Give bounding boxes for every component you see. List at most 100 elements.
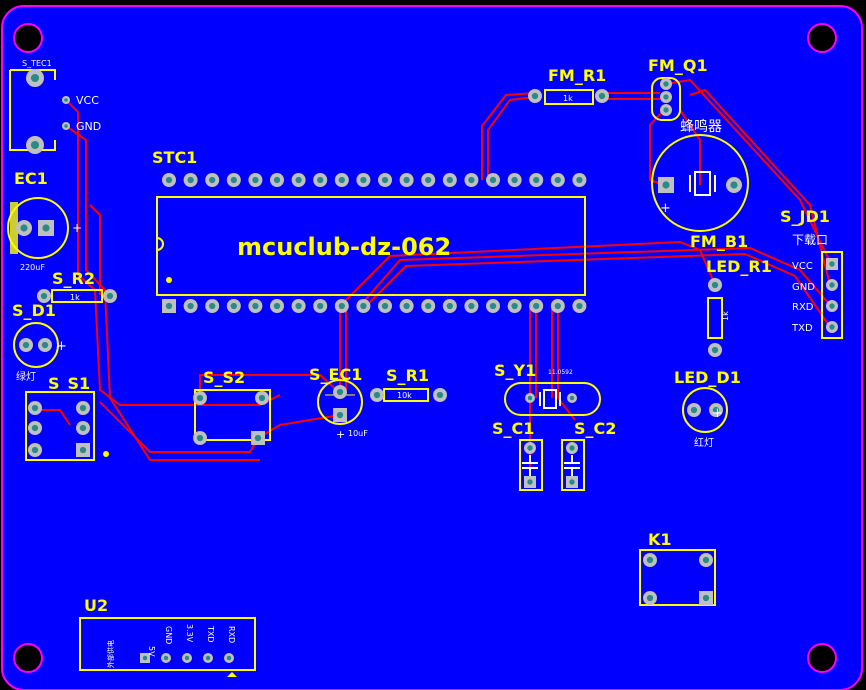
- u2-note: 外部供电: [106, 640, 115, 668]
- pad-hole: [106, 292, 114, 300]
- ec1-polarity-band: [10, 202, 18, 254]
- led-r1-outline: [707, 297, 723, 339]
- pad-hole: [64, 124, 68, 128]
- component-symbols: [522, 171, 716, 476]
- s-d1-note: 绿灯: [16, 370, 36, 383]
- pad-hole: [381, 176, 389, 184]
- fm-r1-ref: FM_R1: [548, 66, 606, 85]
- s-ec1-outline: [317, 379, 363, 425]
- s-d1-ref: S_D1: [12, 301, 56, 320]
- s-c2-ref: S_C2: [574, 419, 616, 438]
- s-jd1-pin: TXD: [791, 323, 813, 334]
- mounting-hole: [13, 23, 43, 53]
- s-c1-outline: [519, 439, 543, 491]
- trace: [679, 109, 701, 185]
- pad-hole: [527, 445, 533, 451]
- s-s2-outline: [194, 389, 271, 441]
- pad-hole: [31, 446, 39, 454]
- u2-pin: GND: [164, 626, 173, 644]
- pad-hole: [22, 341, 30, 349]
- pad-hole: [226, 655, 232, 661]
- s-jd1-pin: VCC: [792, 261, 813, 272]
- s-s1-ref: S_S1: [48, 374, 90, 393]
- buzzer-outline: [651, 134, 749, 232]
- pads: [16, 69, 838, 663]
- pad-hole: [336, 411, 344, 419]
- pad-hole: [690, 406, 698, 414]
- s-r1-ref: S_R1: [386, 366, 429, 385]
- s-s1-pin1-marker: [103, 451, 109, 457]
- pad-hole: [511, 302, 518, 310]
- s-y1-ref: S_Y1: [494, 361, 536, 380]
- buzzer-plus: +: [660, 201, 671, 216]
- pad-hole: [569, 479, 575, 485]
- s-r2-ref: S_R2: [52, 269, 95, 288]
- s-s1-outline: [25, 391, 95, 461]
- s-c1-ref: S_C1: [492, 419, 534, 438]
- pad-hole: [79, 404, 87, 412]
- pad-hole: [554, 302, 561, 310]
- pad-hole: [64, 98, 68, 102]
- pad-hole: [31, 404, 39, 412]
- trace: [487, 96, 536, 180]
- pad-hole: [662, 181, 670, 189]
- s-ec1-value: 10uF: [348, 429, 368, 438]
- pad-hole: [317, 176, 324, 184]
- trace: [359, 246, 831, 307]
- pad-hole: [446, 176, 453, 184]
- pad-hole: [489, 302, 497, 310]
- pad-hole: [187, 302, 194, 310]
- pad-hole: [360, 302, 367, 310]
- trace: [557, 306, 576, 421]
- pad-hole: [254, 434, 262, 442]
- pad-hole: [41, 341, 49, 349]
- pad-hole: [598, 92, 606, 100]
- pad-hole: [527, 479, 533, 485]
- mounting-holes: [13, 23, 837, 673]
- pad-hole: [403, 302, 410, 310]
- u2-pin1-marker: [227, 672, 237, 677]
- pad-hole: [663, 94, 669, 100]
- pad-hole: [317, 302, 324, 310]
- pad-hole: [273, 302, 281, 310]
- pad-hole: [30, 140, 40, 150]
- pad-hole: [20, 224, 28, 232]
- u2-pin: RXD: [227, 626, 236, 643]
- k1-outline: [639, 549, 716, 606]
- pad-hole: [569, 445, 575, 451]
- pad-hole: [829, 303, 835, 309]
- s-y1-outline: [504, 382, 601, 416]
- pad-hole: [646, 594, 654, 602]
- s-y1-symbol: [539, 389, 561, 409]
- pad-hole: [711, 281, 719, 289]
- trace: [481, 92, 536, 180]
- pad-hole: [425, 302, 432, 310]
- ec1-outline: [7, 197, 69, 259]
- led-d1-outline: [682, 387, 728, 433]
- pad-hole: [360, 176, 367, 184]
- pad-hole: [576, 176, 583, 184]
- pad-hole: [829, 282, 835, 288]
- pad-hole: [527, 395, 533, 401]
- s-r2-value: 1k: [70, 293, 80, 302]
- pad-hole: [554, 176, 561, 184]
- s-jd1-ref: S_JD1: [780, 207, 830, 226]
- k1-ref: K1: [648, 530, 672, 549]
- pad-hole: [373, 391, 381, 399]
- u2-pin: TXD: [206, 625, 215, 643]
- s-tec1-gnd: GND: [76, 120, 101, 133]
- pad-hole: [205, 655, 211, 661]
- pad-hole: [436, 391, 444, 399]
- led-d1-plus: +: [712, 406, 723, 421]
- u2-pin: 3.3V: [185, 624, 194, 643]
- mounting-hole: [807, 23, 837, 53]
- trace: [65, 125, 260, 461]
- silkscreen: [7, 69, 843, 671]
- stc1-outline: [156, 196, 586, 296]
- pad-hole: [533, 302, 540, 310]
- s-ec1-ref: S_EC1: [309, 365, 362, 384]
- s-ec1-plus: +: [336, 428, 345, 441]
- pad-hole: [252, 176, 259, 184]
- led-d1-ref: LED_D1: [674, 368, 741, 387]
